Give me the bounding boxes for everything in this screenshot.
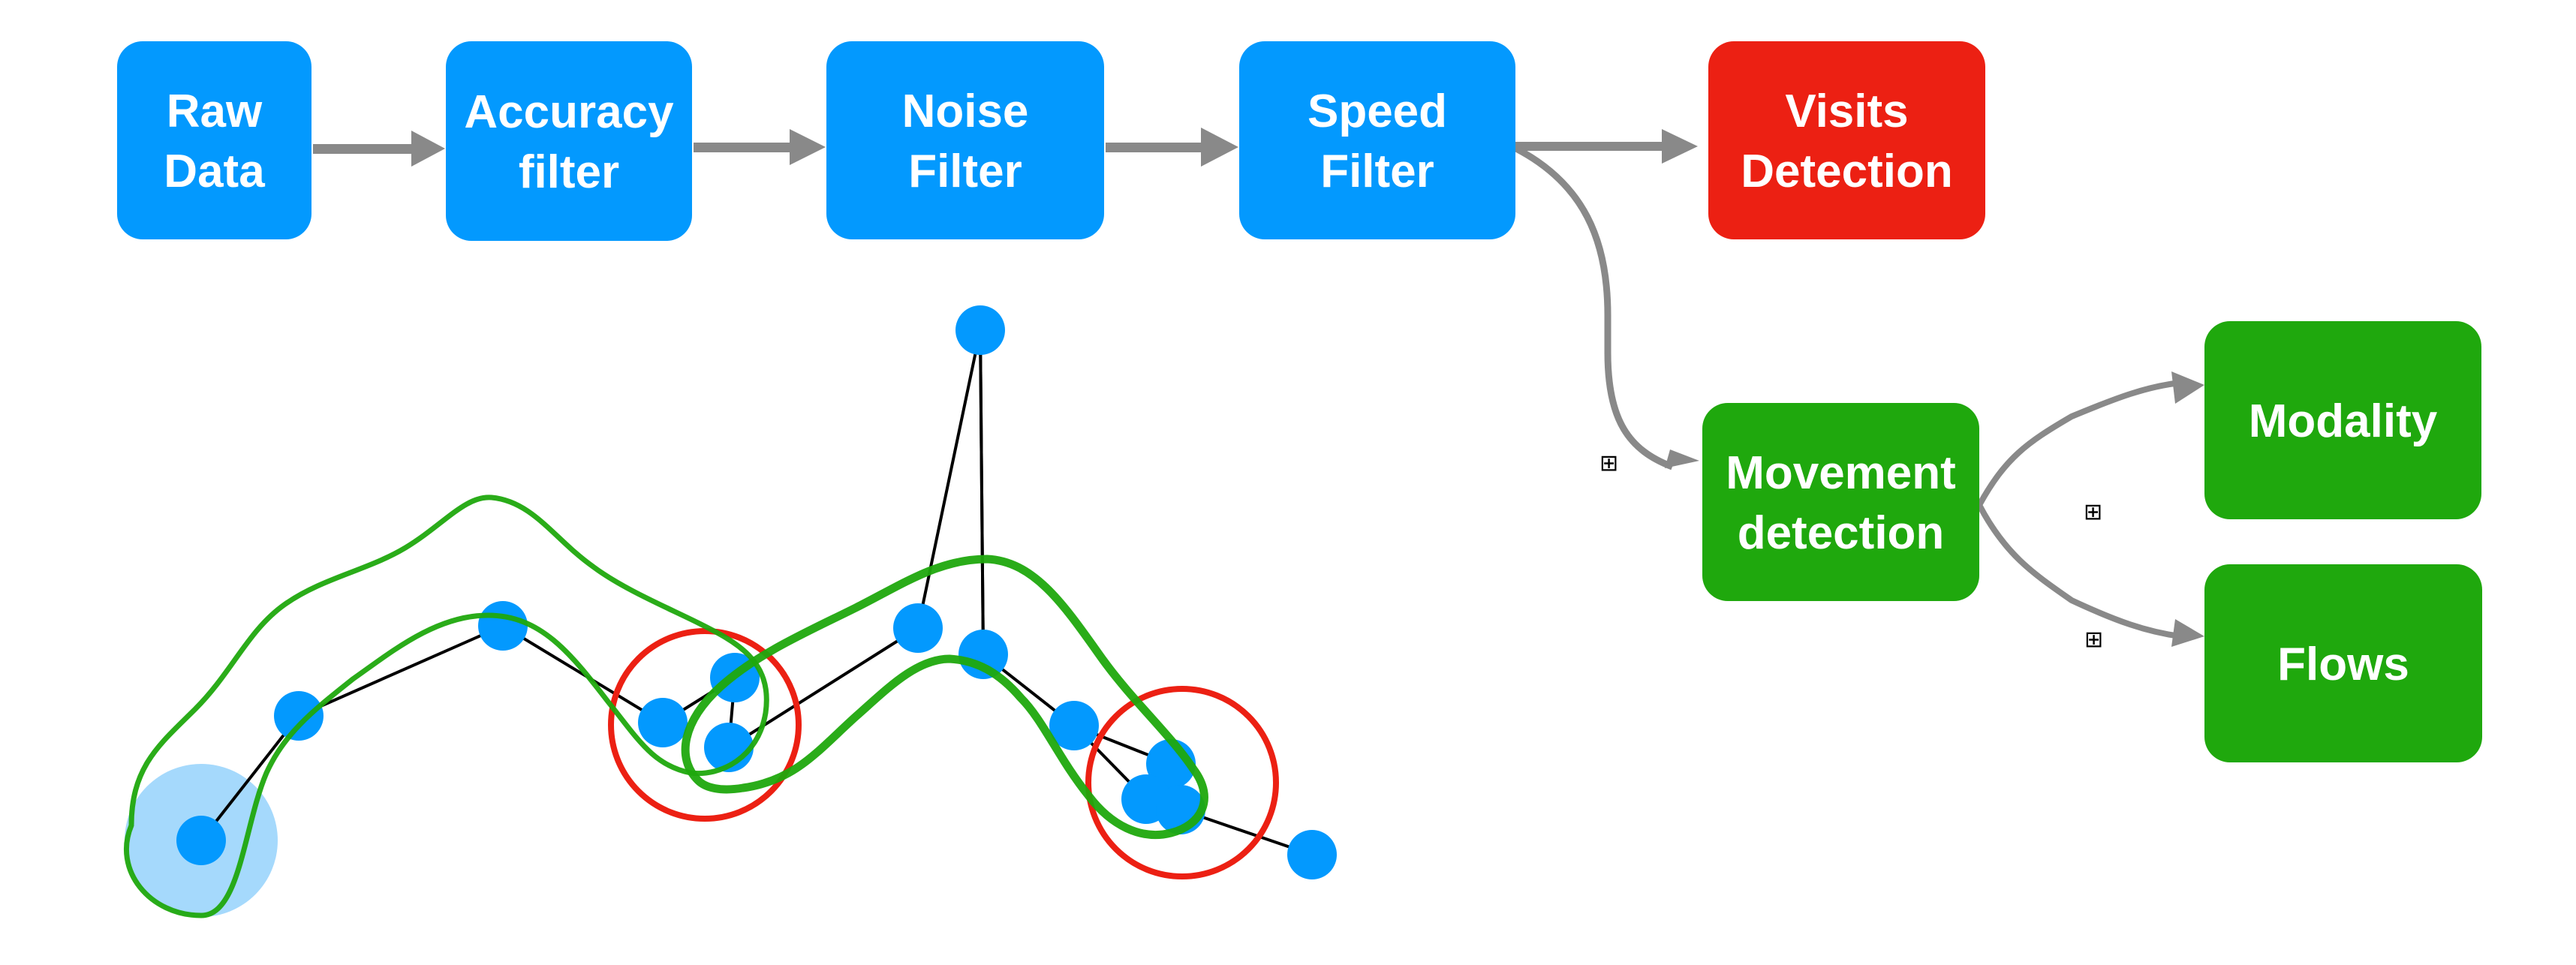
- arrow-speed-to-movement: [1514, 146, 1699, 470]
- outlier-point: [955, 305, 1005, 355]
- expand-icon[interactable]: ⊞: [1599, 450, 1618, 476]
- movement-segment-contour: [681, 555, 1208, 840]
- pipeline-nodes: RawDataAccuracyfilterNoiseFilterSpeedFil…: [117, 41, 2482, 762]
- arrow-accuracy-to-noise: [694, 129, 826, 165]
- trajectory-point: [176, 816, 226, 865]
- expand-icons: ⊞ ⊞ ⊞: [1599, 450, 2103, 653]
- expand-icon[interactable]: ⊞: [2084, 499, 2102, 525]
- node-movement-detection[interactable]: Movement detection: [1702, 403, 1979, 601]
- node-label: Movement: [1726, 447, 1956, 499]
- node-label: Visits: [1785, 86, 1908, 137]
- node-label: Speed: [1308, 86, 1447, 137]
- node-box[interactable]: [1708, 41, 1985, 239]
- node-box[interactable]: [826, 41, 1104, 239]
- node-label: Modality: [2249, 395, 2438, 447]
- trajectory-point: [638, 698, 688, 747]
- node-box[interactable]: [1702, 403, 1979, 601]
- node-label: Raw: [167, 86, 263, 137]
- node-label: Data: [164, 146, 265, 197]
- node-box[interactable]: [2204, 321, 2481, 519]
- node-accuracy-filter[interactable]: Accuracy filter: [446, 41, 692, 241]
- node-label: Detection: [1741, 146, 1952, 197]
- trajectory-point: [1049, 701, 1099, 750]
- node-modality[interactable]: Modality: [2204, 321, 2481, 519]
- visit-cluster-circle: [608, 628, 802, 822]
- node-box[interactable]: [117, 41, 311, 239]
- node-label: Filter: [1320, 146, 1434, 197]
- node-box[interactable]: [2204, 564, 2482, 762]
- trajectory-point: [1287, 830, 1337, 879]
- node-label: Noise: [902, 86, 1029, 137]
- arrow-movement-to-flows: [1976, 504, 2204, 647]
- expand-icon[interactable]: ⊞: [2084, 627, 2103, 653]
- arrow-movement-to-modality: [1976, 371, 2204, 507]
- arrow-raw-to-accuracy: [313, 131, 445, 167]
- arrow-noise-to-speed: [1106, 128, 1238, 167]
- trajectory-point: [478, 601, 528, 651]
- trajectory-points: [176, 305, 1337, 879]
- arrow-speed-to-visits: [1513, 129, 1698, 164]
- movement-segment-contour: [124, 495, 769, 918]
- node-label: filter: [519, 146, 619, 198]
- node-box[interactable]: [446, 41, 692, 241]
- node-box[interactable]: [1239, 41, 1515, 239]
- node-flows[interactable]: Flows: [2204, 564, 2482, 762]
- node-label: Flows: [2277, 639, 2409, 690]
- trajectory-illustration: [124, 305, 1337, 918]
- node-label: Filter: [908, 146, 1022, 197]
- pipeline-edges: [313, 128, 2204, 647]
- node-label: detection: [1738, 507, 1945, 559]
- visit-cluster-circle: [1085, 686, 1279, 879]
- outlier-link: [979, 329, 985, 655]
- trajectory-point: [893, 603, 943, 653]
- trajectory-point: [274, 691, 324, 741]
- node-label: Accuracy: [464, 86, 674, 138]
